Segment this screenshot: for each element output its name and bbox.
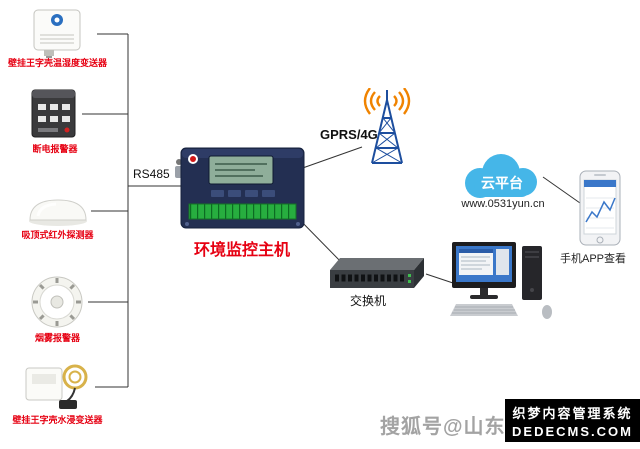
smoke-alarm-label: 烟雾报警器	[34, 333, 80, 343]
cloud-platform-icon: 云平台	[465, 154, 537, 198]
temp-humidity-sensor-label: 壁挂王字壳温湿度变送器	[7, 58, 107, 68]
network-switch-icon	[330, 258, 424, 288]
power-failure-alarm-label: 断电报警器	[32, 144, 78, 154]
line-host-to-tower	[296, 146, 363, 171]
watermark-sohu: 搜狐号@山东	[380, 416, 506, 438]
line-cloud-to-phone	[542, 176, 581, 204]
cloud-url-label: www.0531yun.cn	[461, 198, 545, 210]
watermark-dedecms: 织梦内容管理系统 DEDECMS.COM	[505, 399, 640, 442]
infrared-detector-icon	[29, 199, 87, 226]
line-switch-to-pc	[425, 273, 457, 285]
watermark-dedecms-line1: 织梦内容管理系统	[512, 405, 633, 421]
water-leak-sensor-label: 壁挂王字壳水浸变送器	[12, 415, 103, 425]
rs485-bus-label: RS485	[133, 167, 170, 181]
desktop-computer-icon	[450, 242, 552, 319]
monitoring-host-icon	[175, 147, 305, 229]
gprs-label: GPRS/4G	[320, 127, 378, 142]
power-failure-alarm-icon	[31, 89, 76, 138]
mobile-phone-icon	[579, 170, 621, 246]
water-leak-sensor-icon	[25, 364, 88, 409]
temp-humidity-sensor-icon	[33, 9, 81, 58]
smoke-alarm-icon	[31, 276, 83, 328]
phone-app-label: 手机APP查看	[560, 253, 627, 265]
infrared-detector-label: 吸顶式红外探测器	[21, 230, 94, 240]
monitoring-host-label: 环境监控主机	[193, 242, 290, 259]
switch-label: 交换机	[350, 294, 387, 308]
cloud-platform-label: 云平台	[481, 175, 523, 191]
watermark-dedecms-line2: DEDECMS.COM	[512, 423, 633, 439]
gprs-tower-icon	[363, 88, 411, 164]
